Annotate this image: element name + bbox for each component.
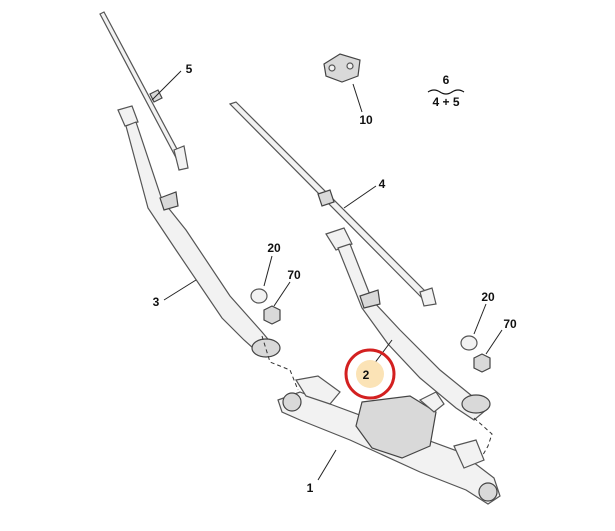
callout-label-20-left: 20 — [267, 241, 281, 255]
callout-label-1: 1 — [307, 481, 314, 495]
kit-brace — [427, 89, 465, 95]
wiper-motor-linkage — [277, 375, 501, 505]
callout-label-70-right: 70 — [503, 317, 517, 331]
left-wiper-arm — [117, 105, 281, 358]
assembly-dashed-lines — [261, 335, 493, 461]
bracket-part — [323, 53, 361, 83]
cap-left — [250, 288, 268, 304]
nut-right — [473, 353, 491, 373]
nut-left — [263, 305, 281, 325]
callout-label-10: 10 — [359, 113, 373, 127]
callout-label-5: 5 — [186, 62, 193, 76]
kit-formula: 4 + 5 — [432, 95, 459, 109]
callout-label-20-right: 20 — [481, 290, 495, 304]
kit-number: 6 — [443, 73, 450, 87]
right-wiper-arm — [325, 227, 491, 421]
highlight-ring — [344, 348, 396, 400]
highlight-fill — [356, 360, 384, 388]
right-wiper-blade — [228, 101, 437, 307]
highlight-callout-2: 2 — [344, 348, 396, 400]
cap-right — [460, 335, 478, 351]
callout-label-70-left: 70 — [287, 268, 301, 282]
callout-label-3: 3 — [153, 295, 160, 309]
callout-label-4: 4 — [379, 177, 386, 191]
kit-note: 6 4 + 5 — [427, 73, 465, 109]
leader-lines — [151, 70, 503, 481]
callout-label-2: 2 — [363, 368, 370, 382]
